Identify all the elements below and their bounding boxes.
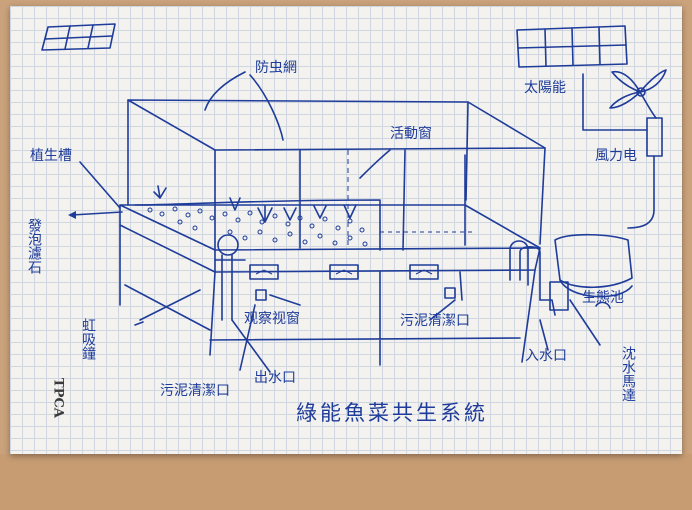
- grid-paper: [10, 6, 682, 454]
- diagram-title: 綠能魚菜共生系統: [296, 401, 488, 425]
- solar-panel-icon: [516, 25, 628, 68]
- small-solar-panel-icon: [41, 23, 116, 51]
- label-sludge-outlet-right: 污泥清潔口: [400, 313, 470, 329]
- label-wind-power: 風力电: [595, 148, 637, 164]
- label-insect-net: 防虫網: [255, 60, 297, 76]
- label-solar-panel: 太陽能: [524, 80, 566, 96]
- inlet-pipe: [509, 240, 556, 316]
- label-ecological-pool: 生態池: [582, 290, 624, 306]
- table-surface: [0, 454, 692, 510]
- ecological-pool: [549, 233, 633, 311]
- label-water-inlet: 入水口: [525, 348, 567, 364]
- stand: [119, 224, 536, 366]
- label-activity-window: 活動窗: [390, 125, 432, 142]
- label-air-stone: 發泡濾石: [26, 218, 42, 274]
- planting-bed: [119, 185, 541, 273]
- leader-lines: [68, 71, 601, 373]
- observation-window-group: [249, 264, 439, 280]
- greenhouse-frame: [127, 99, 546, 251]
- label-water-outlet: 出水口: [254, 370, 296, 386]
- siphon-bell-icon: [214, 234, 246, 321]
- label-planting-bed: 植生槽: [30, 148, 72, 164]
- label-observation-window: 观察视窗: [244, 310, 300, 327]
- label-siphon-bell: 虹吸鐘: [80, 318, 96, 360]
- label-sludge-outlet-left: 污泥清潔口: [160, 383, 230, 399]
- label-submersible-motor: 沈水馬達: [620, 346, 636, 402]
- wind-turbine-icon: [582, 69, 667, 229]
- stamp-tpca: TPCA: [51, 378, 66, 419]
